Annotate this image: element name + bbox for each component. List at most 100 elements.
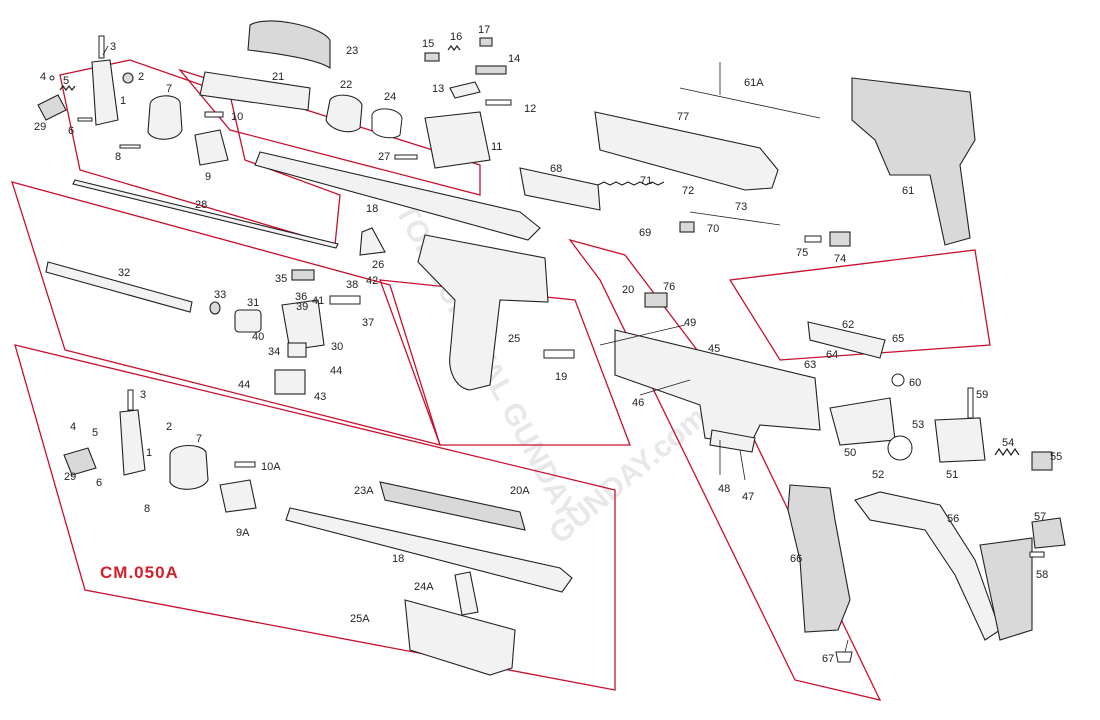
- part-number-label: 3: [110, 41, 116, 53]
- part-stock-pad: [979, 537, 1033, 641]
- part-9a-clamp: [219, 479, 257, 513]
- part-number-label: 73: [735, 201, 747, 213]
- part-number-label: 15: [422, 38, 434, 50]
- watermark-text-2: GUNDAY.com: [543, 400, 713, 550]
- part-number-label: 2: [166, 421, 172, 433]
- part-18-barrel: [285, 507, 573, 593]
- part-61a-wiring: [679, 62, 821, 119]
- part-number-label: 62: [842, 319, 854, 331]
- part-number-label: 10: [231, 111, 243, 123]
- part-number-label: 63: [804, 359, 816, 371]
- part-number-label: 56: [947, 513, 959, 525]
- part-number-label: 2: [138, 71, 144, 83]
- leader-lines: [102, 45, 849, 653]
- part-30-chamber: [281, 299, 325, 351]
- part-number-label: 21: [272, 71, 284, 83]
- part-number-label: 25A: [350, 613, 370, 625]
- part-number-label: 14: [508, 53, 520, 65]
- part-62-stock-plate: [807, 321, 886, 359]
- part-number-label: 8: [144, 503, 150, 515]
- part-35-tab: [291, 269, 315, 281]
- part-number-label: 32: [118, 267, 130, 279]
- part-26-tab: [359, 227, 386, 256]
- part-number-label: 33: [214, 289, 226, 301]
- barrel-assembly: [72, 151, 541, 256]
- part-56-folding-stock: [854, 491, 1001, 641]
- part-number-label: 66: [790, 553, 802, 565]
- part-number-label: 55: [1050, 451, 1062, 463]
- kit-front-sight: [63, 389, 257, 513]
- part-33-ring: [209, 301, 221, 315]
- part-number-label: 1: [146, 447, 152, 459]
- part-number-label: 28: [195, 199, 207, 211]
- rear-sight-assembly: [424, 37, 512, 169]
- part-55-button: [1031, 451, 1053, 471]
- part-number-label: 24: [384, 91, 396, 103]
- part-number-label: 20A: [510, 485, 530, 497]
- part-74-safety: [829, 231, 851, 247]
- part-number-label: 38: [346, 279, 358, 291]
- part-number-label: 20: [622, 284, 634, 296]
- part-number-label: 61A: [744, 77, 764, 89]
- part-51-latch: [934, 417, 986, 463]
- part-77-top-cover: [594, 111, 779, 191]
- part-70-block: [679, 221, 695, 233]
- part-58-pin: [1029, 551, 1045, 558]
- part-4-pin: [49, 75, 55, 81]
- part-number-label: 5: [63, 75, 69, 87]
- part-number-label: 7: [166, 83, 172, 95]
- leader: [102, 45, 109, 56]
- part-number-label: 58: [1036, 569, 1048, 581]
- part-number-label: 46: [632, 397, 644, 409]
- part-number-label: 61: [902, 185, 914, 197]
- part-24-ring: [371, 108, 403, 139]
- part-75-pin: [804, 235, 822, 243]
- part-number-label: 37: [362, 317, 374, 329]
- part-number-label: 72: [682, 185, 694, 197]
- part-number-label: 7: [196, 433, 202, 445]
- part-number-label: 34: [268, 346, 280, 358]
- part-1-front-sight: [91, 59, 119, 126]
- part-43-block: [274, 369, 306, 395]
- part-23a-rail: [379, 481, 526, 531]
- part-24a-bracket: [454, 571, 479, 616]
- part-76-block: [644, 292, 668, 308]
- part-number-label: 76: [663, 281, 675, 293]
- part-number-label: 70: [707, 223, 719, 235]
- gas-tube-assembly: [199, 20, 418, 160]
- part-number-label: 31: [247, 297, 259, 309]
- part-number-label: 54: [1002, 437, 1014, 449]
- part-number-label: 77: [677, 111, 689, 123]
- part-60-screw: [891, 373, 905, 387]
- part-number-label: 64: [826, 349, 838, 361]
- part-number-label: 3: [140, 389, 146, 401]
- part-number-label: 59: [976, 389, 988, 401]
- part-number-label: 6: [96, 477, 102, 489]
- part-10a-pin: [234, 461, 256, 468]
- part-number-label: 16: [450, 31, 462, 43]
- part-54-spring: [994, 447, 1020, 457]
- part-number-label: 23: [346, 45, 358, 57]
- part-25a-handguard: [404, 599, 516, 676]
- part-number-label: 22: [340, 79, 352, 91]
- part-number-label: 49: [684, 317, 696, 329]
- part-47-mag-catch: [709, 429, 756, 453]
- part-37-rail: [329, 295, 361, 305]
- leader: [639, 379, 691, 396]
- outline-front-sight-group: [59, 59, 341, 246]
- part-59-pin: [967, 387, 974, 419]
- part-number-label: 23A: [354, 485, 374, 497]
- outline-cm050a-kit: [14, 344, 616, 691]
- part-17-cap: [479, 37, 493, 47]
- part-number-label: 4: [40, 71, 46, 83]
- part-15-knob: [424, 52, 440, 62]
- part-number-label: 52: [872, 469, 884, 481]
- outline-receiver: [568, 238, 882, 701]
- part-number-label: 44: [330, 365, 342, 377]
- receiver-assembly: [519, 111, 1053, 471]
- part-7-gas-block: [169, 445, 209, 490]
- part-3-pin: [98, 35, 105, 59]
- part-50-trunnion: [829, 397, 896, 446]
- part-9-clamp: [194, 129, 229, 166]
- part-number-label: 39: [296, 301, 308, 313]
